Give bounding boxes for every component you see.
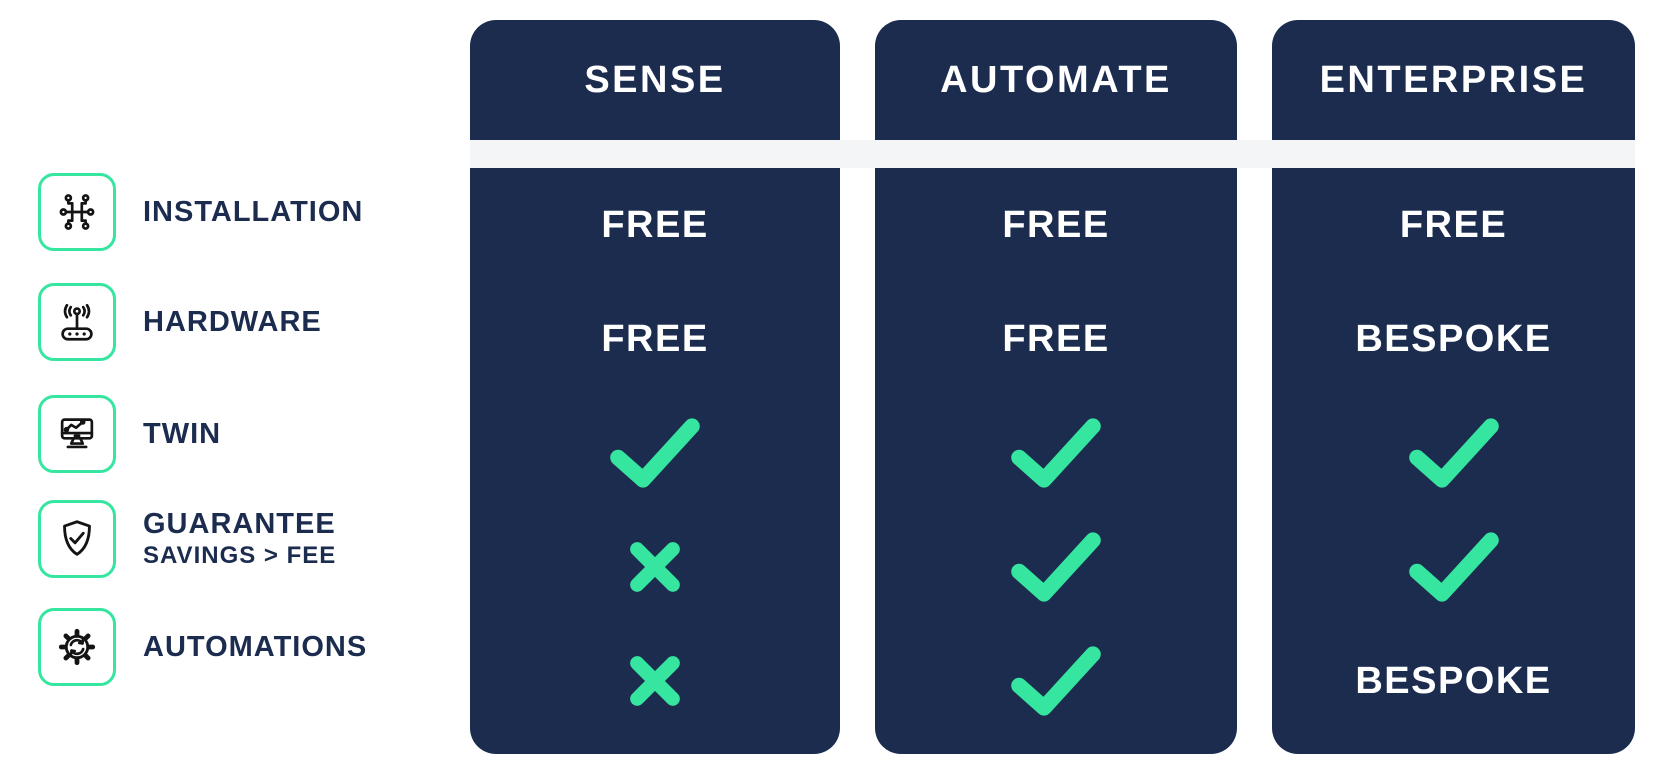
feature-sublabel: SAVINGS > FEE	[143, 542, 337, 570]
cell-enterprise-installation: FREE	[1272, 168, 1635, 282]
cell-automate-hardware: FREE	[875, 282, 1237, 396]
cell-enterprise-twin	[1272, 396, 1635, 510]
cell-automate-twin	[875, 396, 1237, 510]
cell-value: FREE	[1002, 203, 1110, 246]
cell-value: BESPOKE	[1355, 317, 1552, 360]
cell-value: FREE	[601, 317, 709, 360]
cell-automate-automations	[875, 624, 1237, 738]
cell-value: FREE	[1399, 203, 1508, 246]
cross-icon	[625, 537, 685, 597]
feature-text: AUTOMATIONS	[143, 630, 367, 665]
cell-value: BESPOKE	[1355, 659, 1552, 702]
check-icon	[1008, 416, 1104, 490]
check-icon	[1008, 530, 1104, 604]
check-icon	[1406, 530, 1502, 604]
plan-name: SENSE	[584, 58, 726, 101]
shield-check-icon	[38, 500, 116, 578]
feature-text: HARDWARE	[143, 305, 322, 340]
router-icon	[38, 283, 116, 361]
cell-automate-guarantee	[875, 510, 1237, 624]
plan-name: ENTERPRISE	[1319, 58, 1588, 101]
header-divider-band	[470, 140, 1635, 168]
cell-enterprise-automations: BESPOKE	[1272, 624, 1635, 738]
monitor-chart-icon	[38, 395, 116, 473]
feature-row-twin: TWIN	[38, 395, 221, 473]
plan-body-automate: FREE FREE	[875, 168, 1237, 754]
cell-enterprise-guarantee	[1272, 510, 1635, 624]
cell-automate-installation: FREE	[875, 168, 1237, 282]
feature-label: INSTALLATION	[143, 195, 364, 228]
feature-label: GUARANTEE	[143, 507, 336, 540]
feature-row-installation: INSTALLATION	[38, 173, 363, 251]
plan-header-automate: AUTOMATE	[875, 20, 1237, 140]
feature-row-automations: AUTOMATIONS	[38, 608, 367, 686]
plan-body-sense: FREE FREE	[470, 168, 840, 754]
plan-body-enterprise: FREE BESPOKE BESPOKE	[1272, 168, 1635, 754]
gear-sync-icon	[38, 608, 116, 686]
cell-value: FREE	[601, 203, 709, 246]
feature-label: HARDWARE	[143, 305, 322, 338]
feature-label: TWIN	[143, 417, 222, 450]
feature-label: AUTOMATIONS	[143, 630, 368, 663]
check-icon	[1406, 416, 1502, 490]
plan-header-enterprise: ENTERPRISE	[1272, 20, 1635, 140]
cell-sense-twin	[470, 396, 840, 510]
feature-text: INSTALLATION	[143, 195, 363, 230]
cell-value: FREE	[1002, 317, 1110, 360]
cell-sense-guarantee	[470, 510, 840, 624]
circuit-icon	[38, 173, 116, 251]
plan-name: AUTOMATE	[940, 58, 1172, 101]
cross-icon	[625, 651, 685, 711]
check-icon	[607, 416, 703, 490]
feature-text: TWIN	[143, 417, 221, 452]
feature-row-hardware: HARDWARE	[38, 283, 322, 361]
plan-header-sense: SENSE	[470, 20, 840, 140]
cell-sense-automations	[470, 624, 840, 738]
cell-enterprise-hardware: BESPOKE	[1272, 282, 1635, 396]
cell-sense-installation: FREE	[470, 168, 840, 282]
cell-sense-hardware: FREE	[470, 282, 840, 396]
check-icon	[1008, 644, 1104, 718]
